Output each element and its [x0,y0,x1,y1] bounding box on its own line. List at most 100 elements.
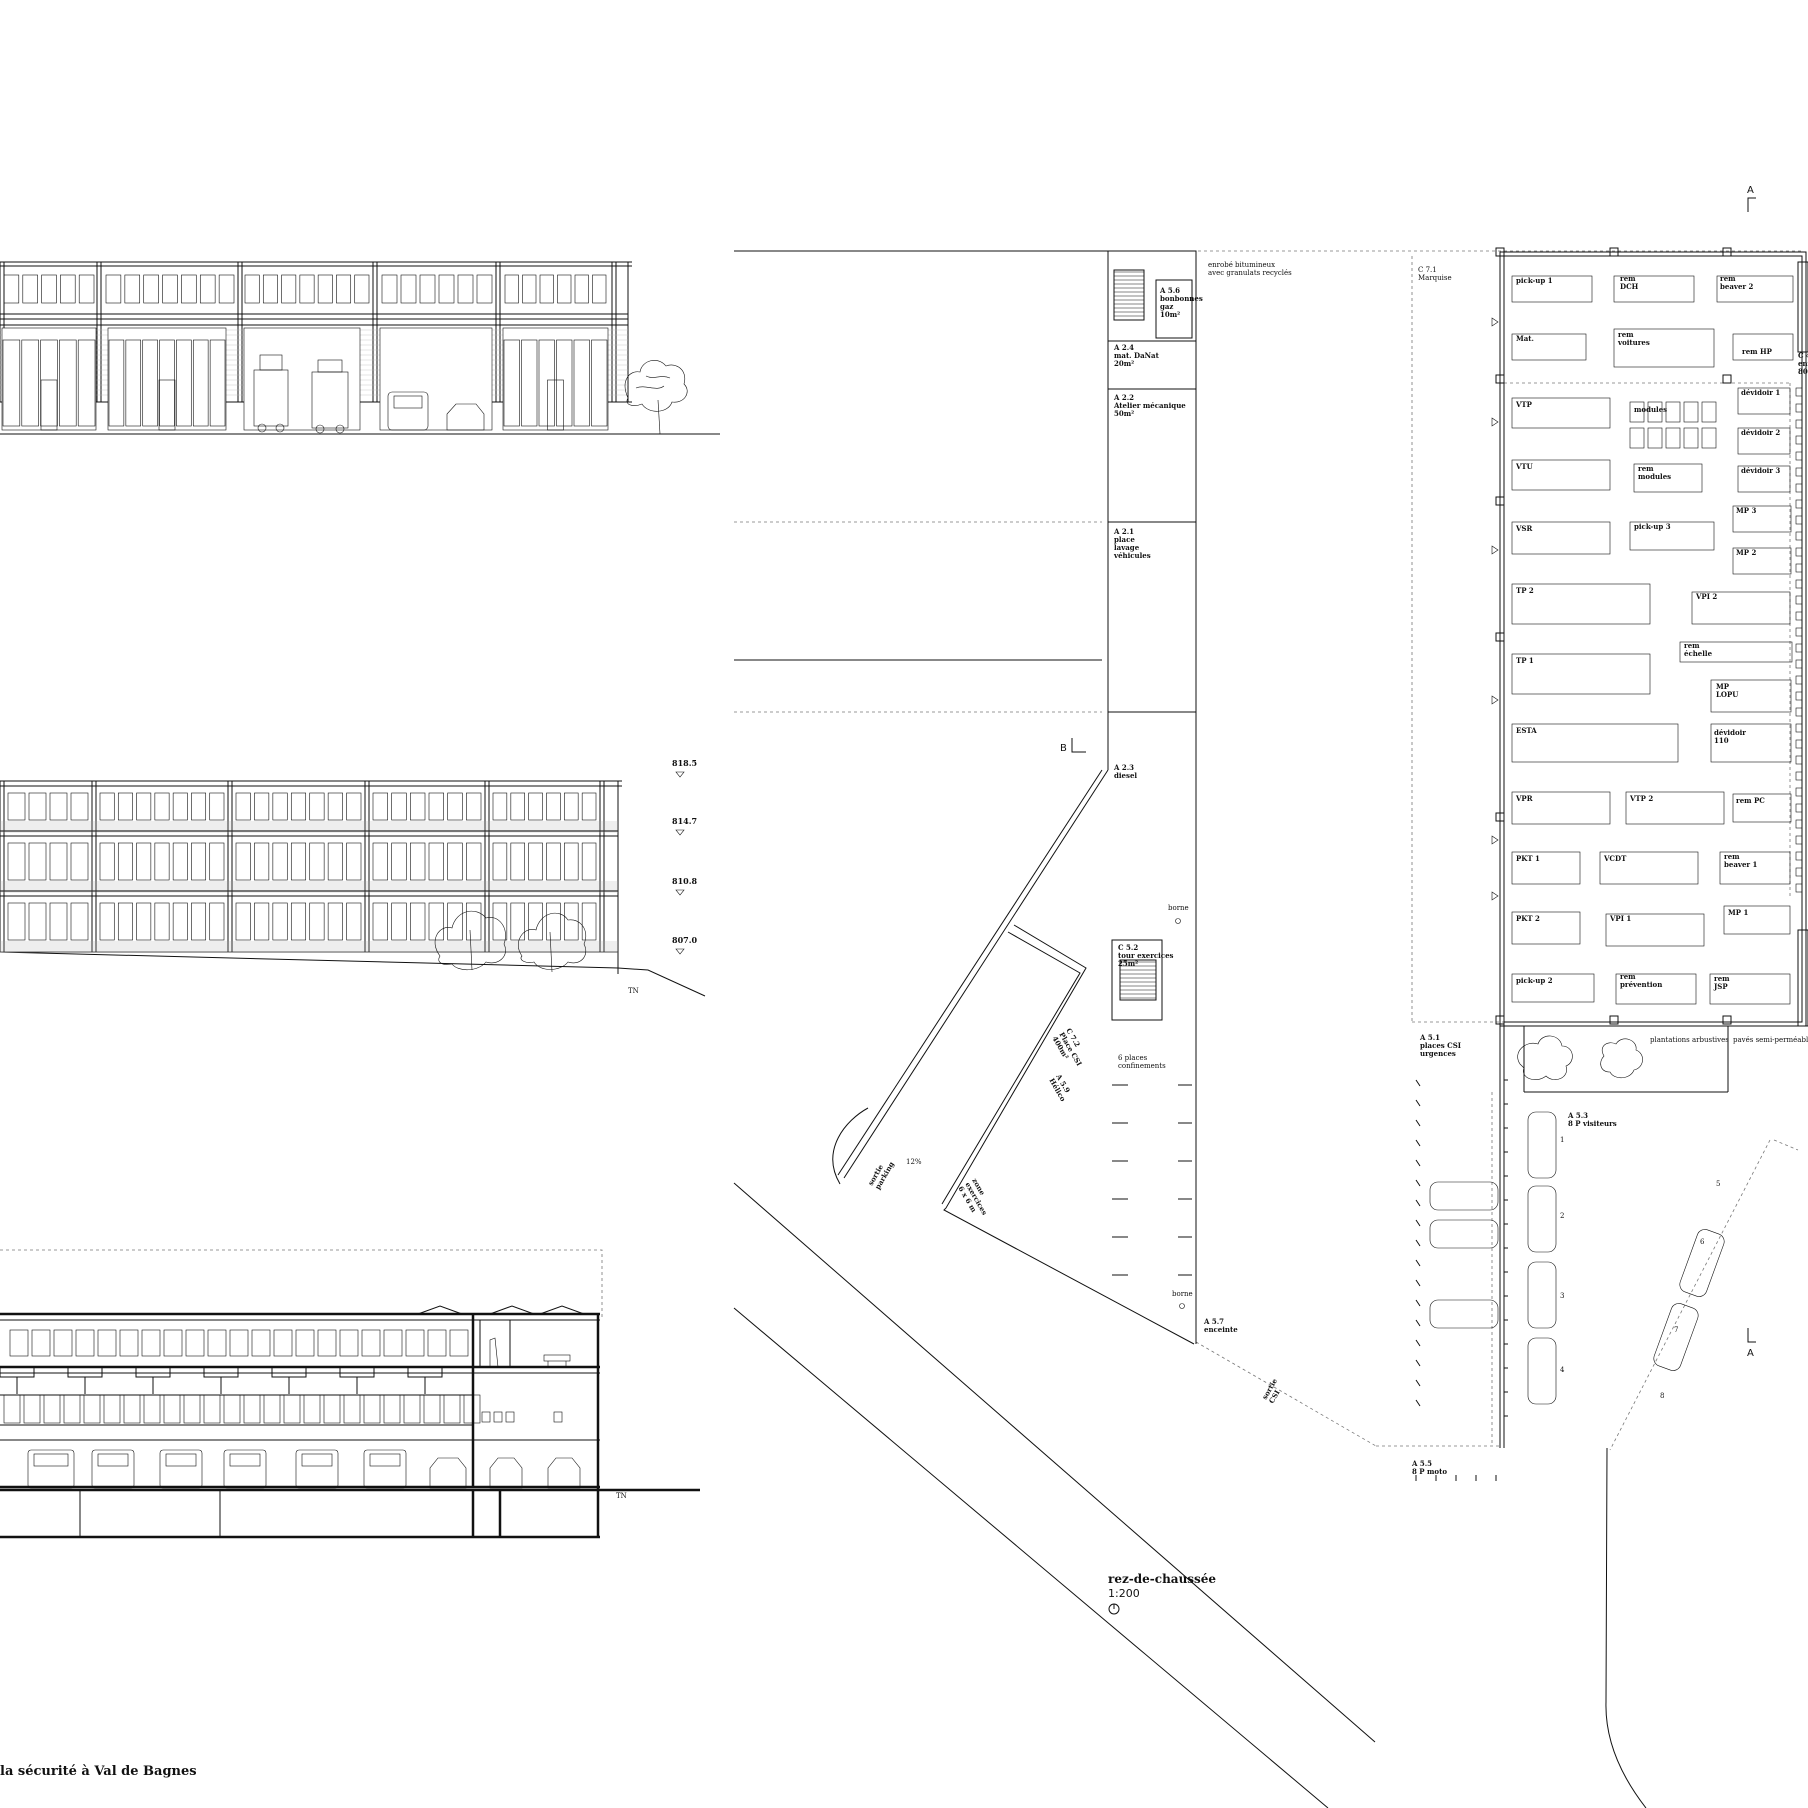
window [492,902,508,941]
label-vpr: VPR [1515,794,1533,803]
window [391,902,407,941]
label-line: ESTA [1516,726,1537,735]
window [60,274,76,304]
vehicle-bay-pickup1 [1511,275,1593,303]
stall-number: 8 [1660,1392,1664,1400]
window [581,842,597,881]
stall-number: 1 [1560,1136,1564,1144]
label-line: Mat. [1516,334,1534,343]
window [272,792,288,821]
vehicle-bay-tp1 [1511,653,1651,695]
label-line: A 2.3 [1113,763,1134,772]
window [476,274,493,304]
north-elevation [0,261,720,435]
window [254,792,270,821]
wall-tick [1795,835,1803,845]
window [117,902,133,941]
glazing-panel [209,339,226,427]
car-icon [1653,1303,1699,1371]
label-pkt1: PKT 1 [1516,854,1540,863]
vehicle-bay-vtp [1511,397,1611,429]
label-vsr: VSR [1515,524,1532,533]
window [449,1329,469,1357]
label-line: MP [1716,682,1730,691]
section-marker-b: B [1060,743,1067,754]
window [43,1394,61,1424]
label-line: 6 places [1118,1054,1148,1062]
vehicle-bay-devidoir2 [1737,427,1791,455]
label-line: TP 2 [1516,586,1534,595]
label-line: A 2.1 [1113,527,1134,536]
glazing-panel [59,339,77,427]
wall-tick [1795,531,1803,541]
level-818-5: 818.5 [672,758,697,768]
tree-icon [624,360,688,435]
module-box [1629,427,1645,449]
bay-opening [502,327,609,431]
section-marker-a-top: A [1747,185,1754,196]
label-line: A 2.2 [1113,393,1134,402]
car-icon [489,1457,523,1489]
window [172,842,188,881]
glazing-panel [538,339,555,427]
window [78,274,95,304]
label-line: confinements [1118,1062,1166,1070]
terrain-label: TN [628,987,639,995]
label-line: enceinte [1204,1325,1238,1334]
post [1495,1015,1505,1025]
truck-window [301,1453,333,1467]
truck-window [165,1453,197,1467]
canopy-label: C 7.1 Marquise [1418,266,1452,282]
window [254,902,270,941]
vehicle-bay-devidoir3 [1737,465,1791,493]
window [510,792,525,821]
label-line: TP 1 [1516,656,1534,665]
label-line: modules [1634,405,1667,414]
level-triangle-icon [675,771,685,778]
window [191,792,207,821]
car-icon [446,403,485,431]
wall-tick [1795,803,1803,813]
label-line: VPR [1515,794,1533,803]
label-esta: ESTA [1516,726,1537,735]
window [492,792,508,821]
bay-opening [1,327,97,431]
window [546,902,561,941]
label-line: rem [1714,974,1730,983]
pilaster [484,780,490,953]
car-icon [1429,1219,1499,1249]
tree-icon [1600,1038,1643,1079]
parking-mark [1415,1159,1421,1167]
label-line: MP 2 [1736,548,1756,557]
vehicle-bay-rembeaver2 [1716,275,1794,303]
window [295,1329,315,1357]
label-devidoir1: dévidoir 1 [1741,388,1780,397]
label-place_csi: C 7.2Place CSI400m² [1050,1027,1090,1072]
window [528,842,543,881]
window [346,902,362,941]
stall-number: 6 [1700,1238,1705,1246]
window [22,274,38,304]
cross-section: TN [0,1249,700,1539]
label-line: 10m² [1160,310,1180,319]
module-box [1665,401,1681,423]
vehicle-bay-esta [1511,723,1679,763]
level-810-8: 810.8 [672,876,697,886]
pilaster [599,780,605,953]
glazing-panel [521,339,538,427]
door-triangle-icon [1491,891,1499,901]
window [281,274,297,304]
window [119,1329,139,1357]
stall-number: 5 [1716,1180,1720,1188]
window [466,902,482,941]
window [400,274,417,304]
truck-icon [159,1449,203,1489]
van-icon [387,391,429,431]
label-pkt2: PKT 2 [1516,914,1540,923]
vehicle-bay-remvoitures [1613,328,1715,368]
